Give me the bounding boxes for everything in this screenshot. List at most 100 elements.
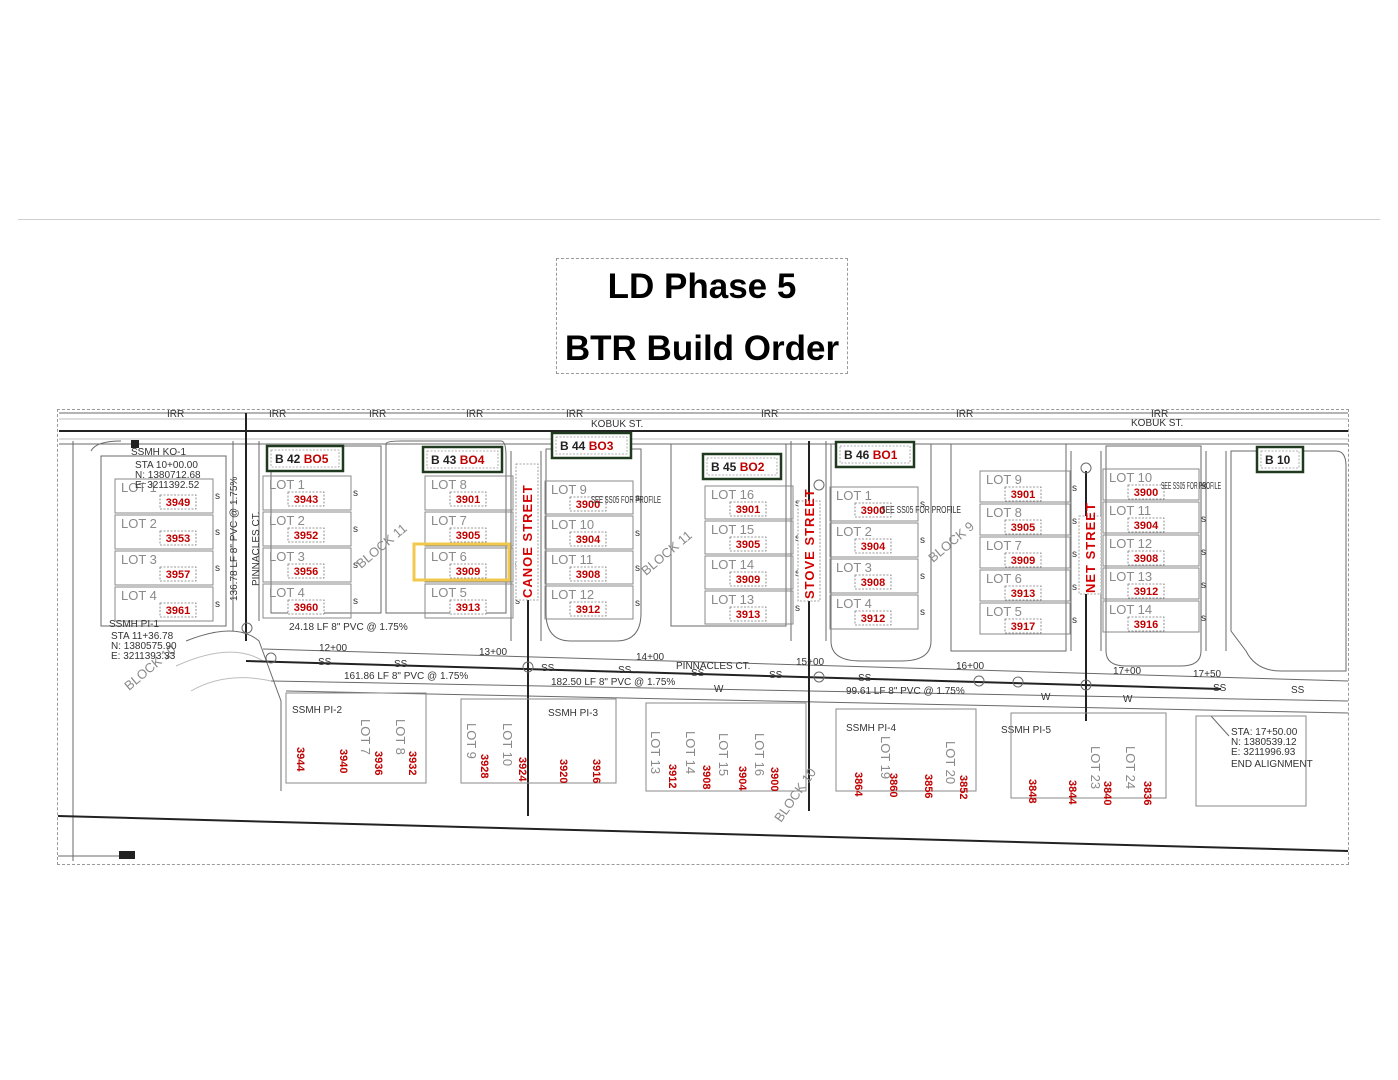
- lot-label: LOT 8: [431, 477, 467, 492]
- house-number-box: [1004, 552, 1042, 568]
- house-number-box: [569, 496, 607, 512]
- manhole-icon: [265, 652, 277, 664]
- ss-mark: SS: [318, 657, 332, 668]
- house-number: 3900: [1134, 487, 1158, 499]
- end-alignment-line: E: 3211996.93: [1231, 747, 1296, 758]
- ss-mark: SS: [691, 668, 705, 679]
- block-name: B 43: [431, 453, 460, 467]
- house-number-box: [449, 563, 487, 579]
- ss-mark: SS: [858, 673, 872, 684]
- bottom-house-number: 3932: [406, 751, 418, 775]
- service-tick: s: [515, 596, 520, 607]
- block-tag[interactable]: B 10: [1255, 445, 1305, 474]
- end-alignment-callout: STA: 17+50.00 N: 1380539.12 E: 3211996.9…: [1210, 715, 1313, 770]
- house-number: 3908: [1134, 553, 1158, 565]
- house-number-box: [569, 566, 607, 582]
- house-number: 3909: [456, 566, 480, 578]
- lot-label: LOT 1: [836, 488, 872, 503]
- service-tick: s: [1201, 547, 1206, 558]
- lot-parcel[interactable]: LOT 63909s: [424, 547, 520, 583]
- service-tick: s: [1072, 582, 1077, 593]
- block-tag[interactable]: B 42 BO5: [265, 444, 345, 473]
- ssmh-ko-1: SSMH KO-1 STA 10+00.00 N: 1380712.68 E: …: [131, 447, 201, 491]
- bottom-lot-label: LOT 19: [878, 736, 893, 779]
- bottom-house-number: 3852: [957, 775, 969, 799]
- block-tag-text: B 44 BO3: [560, 439, 614, 453]
- lot-label: LOT 1: [269, 477, 305, 492]
- ss-marks: SS SS SS SS SS SS SS SS SS W W W: [318, 657, 1305, 705]
- house-number: 3904: [1134, 520, 1159, 532]
- block-tag[interactable]: B 45 BO2: [701, 452, 783, 481]
- bottom-house-number: 3836: [1141, 781, 1153, 805]
- house-number: 3943: [294, 494, 318, 506]
- lot-label: LOT 7: [986, 538, 1022, 553]
- block-tag[interactable]: B 43 BO4: [421, 445, 504, 474]
- build-order: BO4: [460, 453, 485, 467]
- pipe-label: 161.86 LF 8" PVC @ 1.75%: [344, 671, 468, 682]
- ssmh-pi-2: SSMH PI-2: [292, 705, 342, 716]
- service-tick: s: [1201, 481, 1206, 492]
- bottom-lot-label: LOT 24: [1123, 746, 1138, 789]
- lot-parcel[interactable]: LOT 73905s: [424, 511, 520, 547]
- ssmh-name: SSMH KO-1: [131, 447, 186, 458]
- lot-label: LOT 7: [431, 513, 467, 528]
- irr-mark: IRR: [956, 410, 973, 420]
- house-number-box: [449, 599, 487, 615]
- house-number-box: [449, 527, 487, 543]
- house-number-box: [729, 606, 767, 622]
- house-number-box: [1127, 583, 1165, 599]
- bottom-lot-label: LOT 15: [716, 733, 731, 776]
- lot-label: LOT 2: [836, 524, 872, 539]
- highlighted-lot[interactable]: [412, 542, 511, 582]
- block-tag-text: B 43 BO4: [431, 453, 485, 467]
- house-number: 3905: [456, 530, 480, 542]
- lot-parcel[interactable]: LOT 83901s: [424, 475, 520, 511]
- house-number: 3957: [166, 569, 190, 581]
- house-number: 3953: [166, 533, 190, 545]
- service-tick: s: [1201, 613, 1206, 624]
- bottom-house-number: 3840: [1101, 781, 1113, 805]
- block-tag[interactable]: B 46 BO1: [834, 440, 916, 469]
- manhole-icon: [522, 661, 534, 673]
- house-number-box: [854, 538, 892, 554]
- block-tag[interactable]: B 44 BO3: [550, 431, 633, 460]
- house-number: 3909: [1011, 555, 1035, 567]
- lot-label: LOT 9: [986, 472, 1022, 487]
- house-number-box: [159, 494, 197, 510]
- block-tag-text: B 46 BO1: [844, 448, 898, 462]
- ss-mark: SS: [1291, 685, 1305, 696]
- lot-label: LOT 14: [711, 557, 754, 572]
